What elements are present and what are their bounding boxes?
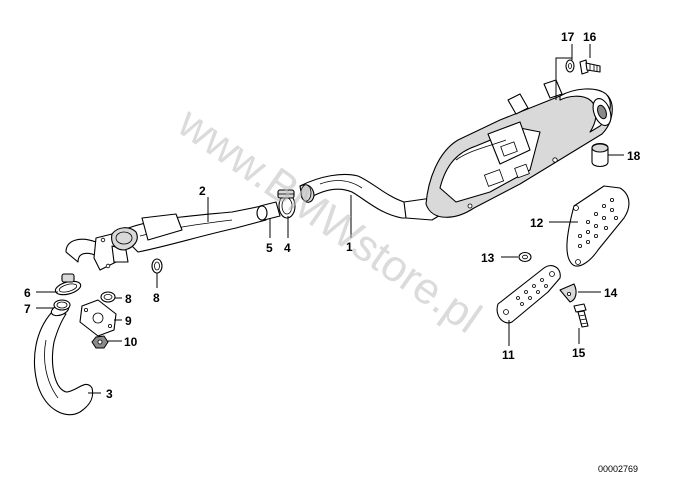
part-7-ring	[53, 299, 71, 311]
callout-8-upper: 8	[153, 291, 160, 305]
part-11-bracket	[496, 265, 561, 324]
callout-14: 14	[604, 286, 618, 300]
callout-5: 5	[266, 241, 273, 255]
callout-17: 17	[561, 30, 575, 44]
callout-15: 15	[572, 346, 586, 360]
part-5-sleeve	[256, 201, 281, 221]
callout-18: 18	[627, 149, 641, 163]
callout-1: 1	[346, 240, 353, 254]
shield-perforations	[578, 197, 619, 248]
part-15-screw	[573, 303, 589, 328]
leader-lines	[36, 44, 624, 394]
part-6-clamp	[54, 273, 82, 296]
part-13-washer	[518, 251, 532, 263]
reference-number: 00002769	[598, 464, 638, 474]
part-8-gasket-lower	[100, 291, 116, 303]
callout-13: 13	[481, 251, 495, 265]
main-muffler	[425, 79, 613, 218]
callout-9: 9	[125, 314, 132, 328]
callout-labels: 1 2 3 4 5 6 7 8 8 9 10 11 12 13 14 15 16…	[24, 30, 641, 401]
part-9-flange	[79, 299, 117, 337]
part-18-buffer	[591, 142, 609, 168]
part-12-heat-shield	[566, 185, 630, 267]
part-17-washer	[565, 59, 575, 73]
callout-10: 10	[124, 335, 138, 349]
callout-7: 7	[24, 302, 31, 316]
part-10-nut	[91, 335, 109, 349]
callout-2: 2	[199, 184, 206, 198]
part-4-clamp	[277, 189, 296, 219]
part-14-spacer	[559, 283, 577, 303]
callout-3: 3	[106, 387, 113, 401]
callout-8-lower: 8	[125, 292, 132, 306]
callout-4: 4	[284, 241, 291, 255]
callout-16: 16	[583, 30, 597, 44]
callout-11: 11	[502, 348, 515, 362]
part-8-gasket-upper	[151, 258, 163, 274]
callout-12: 12	[530, 216, 544, 230]
part-16-bolt	[579, 59, 601, 75]
part-2-header-pipe	[65, 205, 267, 271]
callout-6: 6	[24, 286, 31, 300]
